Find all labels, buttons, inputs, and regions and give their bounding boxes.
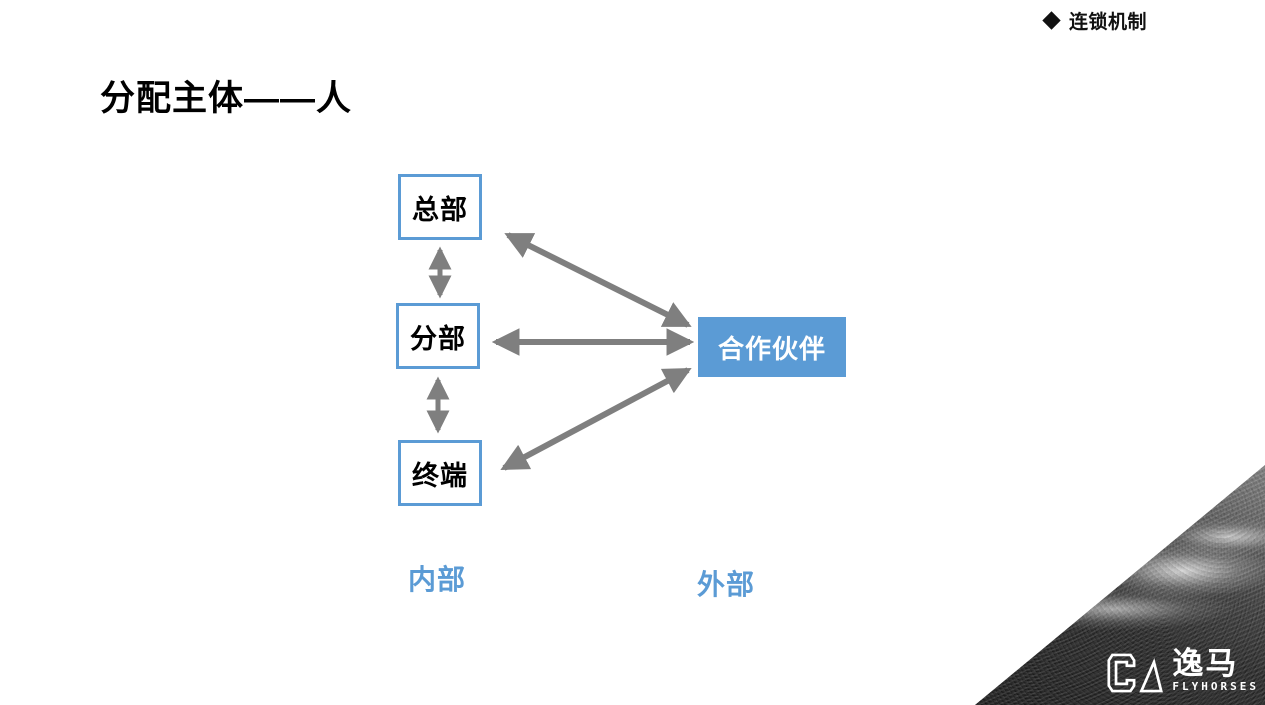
ca-flyhorses-mark-icon <box>1107 653 1164 693</box>
brand-name-en: FLYHORSES <box>1172 680 1259 693</box>
corner-decoration: 逸马 FLYHORSES <box>975 465 1265 705</box>
brand-name-cn: 逸马 <box>1172 645 1239 681</box>
connector-terminal-partner <box>500 367 692 471</box>
page-title: 分配主体——人 <box>100 79 353 118</box>
diagram-node-branch[interactable]: 分部 <box>396 303 480 369</box>
section-eyebrow-label: 连锁机制 <box>1068 12 1147 33</box>
connector-hq-partner <box>504 232 692 328</box>
diagram-node-partner[interactable]: 合作伙伴 <box>698 317 846 377</box>
diagram-node-hq[interactable]: 总部 <box>398 174 482 240</box>
brand-logo: 逸马 FLYHORSES <box>1107 645 1259 693</box>
diagram-node-terminal[interactable]: 终端 <box>398 440 482 506</box>
diamond-bullet-icon <box>1042 11 1061 30</box>
brand-wordmark: 逸马 FLYHORSES <box>1172 645 1259 693</box>
section-eyebrow: 连锁机制 <box>1042 7 1147 34</box>
group-label-external: 外部 <box>697 569 756 600</box>
group-label-internal: 内部 <box>408 564 467 595</box>
